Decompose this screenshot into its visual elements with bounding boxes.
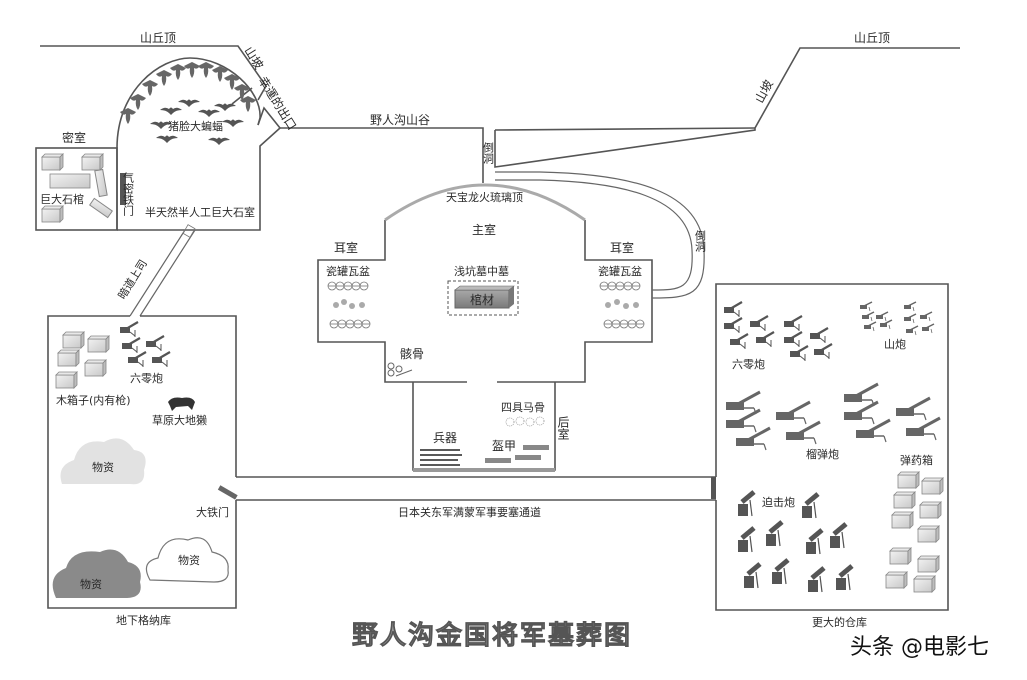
corridor-label: 日本关东军满蒙军事要塞通道 bbox=[398, 505, 541, 519]
armor-label: 盔甲 bbox=[492, 438, 516, 453]
weapons-label: 兵器 bbox=[433, 431, 457, 445]
supplies-2-label: 物资 bbox=[178, 553, 200, 567]
mortars bbox=[738, 492, 852, 592]
hilltop-left-label: 山丘顶 bbox=[140, 31, 176, 45]
fortress-corridor bbox=[236, 476, 716, 501]
valley-label: 野人沟山谷 bbox=[370, 113, 430, 127]
supplies-cloud-1 bbox=[60, 438, 146, 485]
exit-label: 幸運的出口 bbox=[255, 74, 300, 133]
bones-label: 骸骨 bbox=[400, 347, 424, 361]
pit-label: 浅坑墓中墓 bbox=[454, 264, 509, 278]
inverted-tunnel-label-2: 倒洞 bbox=[694, 230, 707, 252]
airlock-door[interactable] bbox=[120, 173, 126, 205]
iron-gate-label: 大铁门 bbox=[196, 505, 229, 519]
left-warehouse bbox=[47, 315, 237, 609]
ear-room-right-label: 耳室 bbox=[610, 240, 634, 255]
diagram-title: 野人沟金国将军墓葬图 bbox=[352, 620, 632, 651]
back-room-label: 后室 bbox=[556, 416, 570, 440]
secret-room-title: 密室 bbox=[62, 130, 86, 145]
pottery-right bbox=[599, 281, 645, 329]
up-passage bbox=[129, 224, 196, 317]
stone-chamber-label: 半天然半人工巨大石室 bbox=[145, 205, 255, 219]
right-warehouse bbox=[715, 283, 949, 611]
supplies-cloud-3 bbox=[52, 549, 141, 598]
armor-pieces bbox=[485, 445, 549, 463]
airlock-door-label: 气密铁门 bbox=[122, 171, 135, 217]
inverted-tunnel bbox=[495, 171, 705, 299]
coffin-label: 棺材 bbox=[470, 292, 494, 307]
stone-coffins bbox=[41, 153, 114, 223]
supplies-cloud-2 bbox=[145, 537, 229, 583]
crates-label: 木箱子(内有枪) bbox=[56, 393, 131, 407]
ear-room-left-label: 耳室 bbox=[334, 240, 358, 255]
pottery-left bbox=[327, 281, 371, 329]
stone-chamber bbox=[116, 57, 282, 231]
ceiling-label: 天宝龙火琉璃顶 bbox=[446, 190, 523, 204]
skeletons bbox=[387, 362, 413, 377]
horse-bones-label: 四具马骨 bbox=[501, 401, 545, 414]
slope-left-label: 山坡 bbox=[241, 44, 266, 72]
guns-60-right bbox=[722, 300, 834, 363]
bats-label: 猪脸大蝙蝠 bbox=[168, 119, 223, 133]
ammo-boxes bbox=[885, 471, 944, 593]
ammo-label: 弹药箱 bbox=[900, 453, 933, 467]
sloth-label: 草原大地獭 bbox=[152, 413, 207, 427]
slope-right-label: 山坡 bbox=[752, 78, 776, 106]
howitzers-label: 榴弹炮 bbox=[806, 447, 839, 461]
tomb-outline bbox=[317, 183, 653, 472]
secret-room bbox=[35, 147, 118, 231]
right-warehouse-label: 更大的仓库 bbox=[812, 615, 867, 629]
inverted-tunnel-label-1: 倒洞 bbox=[482, 142, 495, 164]
glazed-ceiling bbox=[384, 183, 586, 222]
mortars-60-left bbox=[118, 320, 172, 369]
supplies-1-label: 物资 bbox=[92, 460, 114, 474]
weapons-pile bbox=[420, 449, 462, 466]
ground-sloth bbox=[168, 397, 195, 411]
iron-gate[interactable] bbox=[217, 485, 238, 500]
horse-skeletons bbox=[505, 416, 545, 427]
main-room-label: 主室 bbox=[472, 222, 496, 237]
guns-60-left-label: 六零炮 bbox=[130, 372, 163, 385]
mountain-guns bbox=[859, 301, 935, 336]
pit-outline bbox=[447, 280, 519, 316]
pottery-right-label: 瓷罐瓦盆 bbox=[598, 264, 642, 278]
howitzers bbox=[724, 382, 942, 452]
supplies-3-label: 物资 bbox=[80, 577, 102, 591]
pottery-left-label: 瓷罐瓦盆 bbox=[326, 264, 370, 278]
terrain-surface bbox=[40, 45, 960, 183]
mortars-label: 迫击炮 bbox=[762, 495, 795, 509]
left-warehouse-label: 地下格纳库 bbox=[116, 613, 171, 627]
coffin[interactable] bbox=[454, 285, 515, 309]
stone-coffin-label: 巨大石棺 bbox=[40, 192, 84, 206]
hilltop-right-label: 山丘顶 bbox=[854, 31, 890, 45]
mountain-guns-label: 山炮 bbox=[884, 338, 906, 351]
up-passage-label: 暗道上司 bbox=[115, 257, 150, 302]
watermark: 头条 @电影七 bbox=[850, 635, 989, 660]
guns-60-right-label: 六零炮 bbox=[732, 358, 765, 371]
wooden-crates bbox=[55, 331, 110, 389]
